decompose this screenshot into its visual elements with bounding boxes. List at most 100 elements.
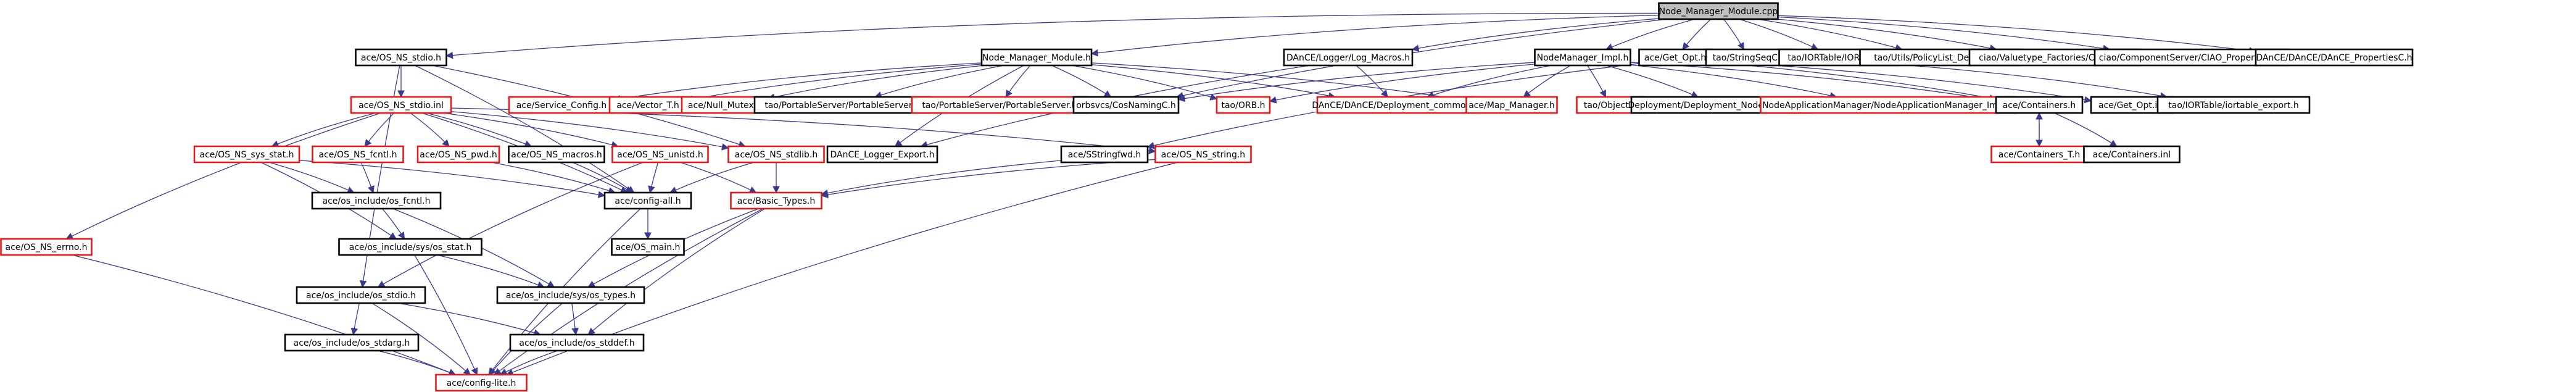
edge-nmm-h-to-null-mutex	[767, 65, 984, 101]
node-errno-h[interactable]: ace/OS_NS_errno.h	[0, 238, 93, 256]
node-box	[611, 238, 685, 256]
node-sstringfwd[interactable]: ace/SStringfwd.h	[1060, 145, 1149, 164]
node-os-fcntl[interactable]: ace/os_include/os_fcntl.h	[311, 191, 442, 210]
node-label: ace/os_include/sys/os_stat.h	[349, 243, 472, 252]
node-box	[980, 48, 1093, 67]
edge-stdlib-h-to-config-all	[669, 162, 755, 194]
edge-sys-stat-to-config-all	[299, 160, 606, 198]
edge-root-to-iortable-h	[1739, 19, 1819, 50]
node-logger-export[interactable]: DAnCE_Logger_Export.h	[826, 145, 938, 164]
edge-nm-impl-to-nam-impl	[1630, 64, 1837, 99]
node-vector-t[interactable]: ace/Vector_T.h	[608, 96, 687, 114]
node-config-lite[interactable]: ace/config-lite.h	[435, 373, 528, 392]
node-box	[608, 96, 687, 114]
node-containers-t[interactable]: ace/Containers_T.h	[1990, 145, 2088, 164]
node-label: ace/config-all.h	[615, 196, 681, 206]
node-box	[509, 333, 645, 352]
edge-fcntl-h-to-os-fcntl	[360, 162, 375, 194]
edge-logger-macros-to-deployment-common	[1356, 65, 1388, 98]
node-label: tao/IORTable/iortable_export.h	[2168, 101, 2298, 111]
node-box	[727, 145, 825, 164]
node-config-all[interactable]: ace/config-all.h	[603, 191, 692, 210]
edge-nmm-h-to-map-manager	[1091, 62, 1467, 103]
node-label: ace/OS_NS_stdlib.h	[735, 150, 818, 160]
edge-os-stdio-to-config-lite	[371, 302, 471, 375]
node-stdio-inl[interactable]: ace/OS_NS_stdio.inl	[350, 96, 452, 114]
node-portable-server-h[interactable]: tao/PortableServer/PortableServer.h	[753, 96, 931, 114]
node-box	[1216, 96, 1271, 114]
node-os-main[interactable]: ace/OS_main.h	[611, 238, 685, 256]
edge-root-to-stringseqc	[1723, 19, 1744, 51]
edge-os-stdarg-to-config-lite	[377, 350, 457, 376]
node-root[interactable]: Node_Manager_Module.cpp	[1658, 2, 1779, 20]
node-logger-macros[interactable]: DAnCE/Logger/Log_Macros.h	[1283, 48, 1414, 67]
node-containers-inl[interactable]: ace/Containers.inl	[2083, 145, 2180, 164]
node-box	[611, 145, 709, 164]
node-service-config[interactable]: ace/Service_Config.h	[508, 96, 615, 114]
edge-stdio-inl-to-fcntl-h	[364, 112, 395, 147]
node-nm-impl[interactable]: NodeManager_Impl.h	[1534, 48, 1631, 67]
node-label: DAnCE/DAnCE/Deployment_common.h	[1312, 101, 1480, 111]
node-label: ace/Null_Mutex.h	[688, 101, 762, 111]
node-label: ace/OS_NS_unistd.h	[617, 150, 703, 160]
node-tao-orb[interactable]: tao/ORB.h	[1216, 96, 1271, 114]
node-layer: Node_Manager_Module.cpp ace/OS_NS_stdio.h…	[0, 2, 2414, 392]
edge-nmm-h-to-vector-t	[685, 64, 982, 103]
edge-nm-impl-to-deployment-nms	[1605, 65, 1699, 98]
node-nam-impl[interactable]: NodeApplicationManager/NodeApplicationMa…	[1760, 96, 2016, 114]
node-box	[1658, 2, 1779, 20]
node-label: ace/os_include/sys/os_types.h	[506, 291, 636, 301]
node-box	[193, 145, 300, 164]
node-basic-types[interactable]: ace/Basic_Types.h	[730, 191, 822, 210]
edge-nm-impl-to-deployment-common	[1427, 65, 1551, 99]
node-stdlib-h[interactable]: ace/OS_NS_stdlib.h	[727, 145, 825, 164]
node-os-stdio[interactable]: ace/os_include/os_stdio.h	[296, 286, 426, 304]
edge-unistd-h-to-config-all	[648, 162, 659, 194]
node-unistd-h[interactable]: ace/OS_NS_unistd.h	[611, 145, 709, 164]
node-cosnaming[interactable]: orbsvcs/CosNamingC.h	[1072, 96, 1180, 114]
node-box	[508, 96, 615, 114]
edge-stdio-inl-to-errno-h	[65, 112, 381, 240]
node-dance-props[interactable]: DAnCE/DAnCE/DAnCE_PropertiesC.h	[2255, 48, 2414, 67]
node-box	[603, 191, 692, 210]
node-sys-stat[interactable]: ace/OS_NS_sys_stat.h	[193, 145, 300, 164]
node-deployment-common[interactable]: DAnCE/DAnCE/Deployment_common.h	[1312, 96, 1480, 114]
node-label: DAnCE_Logger_Export.h	[830, 150, 934, 160]
node-label: Node_Manager_Module.h	[982, 53, 1091, 63]
edge-errno-h-to-config-lite	[72, 254, 457, 376]
edge-root-to-stdio-h	[445, 12, 1659, 59]
edge-iortable-h-to-iortable-export	[1898, 64, 2168, 99]
node-map-manager[interactable]: ace/Map_Manager.h	[1465, 96, 1558, 114]
edge-os-stdio-to-os-stdarg	[350, 302, 360, 336]
node-label: ace/os_include/os_stdio.h	[306, 291, 416, 301]
node-containers-h[interactable]: ace/Containers.h	[1995, 96, 2084, 114]
edge-nmm-h-to-deployment-common	[1091, 64, 1336, 99]
node-label: DAnCE/Logger/Log_Macros.h	[1286, 53, 1410, 63]
node-os-stddef[interactable]: ace/os_include/os_stddef.h	[509, 333, 645, 352]
node-portable-server-s[interactable]: tao/PortableServer/PortableServer.h	[911, 96, 1088, 114]
node-iortable-export[interactable]: tao/IORTable/iortable_export.h	[2156, 96, 2311, 114]
edge-unistd-h-to-os-stdio	[377, 162, 644, 288]
edge-stdio-inl-to-macros-h	[426, 112, 532, 148]
node-ciao-props[interactable]: ciao/ComponentServer/CIAO_PropertiesC.h	[2094, 48, 2290, 67]
node-stdio-h[interactable]: ace/OS_NS_stdio.h	[355, 48, 447, 67]
edge-nm-impl-to-map-manager	[1523, 65, 1571, 98]
node-os-stdarg[interactable]: ace/os_include/os_stdarg.h	[284, 333, 420, 352]
node-box	[826, 145, 938, 164]
node-nmm-h[interactable]: Node_Manager_Module.h	[980, 48, 1093, 67]
node-box	[753, 96, 931, 114]
edge-nmm-h-to-cosnaming	[1051, 65, 1112, 98]
node-fcntl-h[interactable]: ace/OS_NS_fcntl.h	[312, 145, 404, 164]
node-label: ciao/Valuetype_Factories/Cookies.h	[1979, 53, 2131, 63]
node-sys-os-types[interactable]: ace/os_include/sys/os_types.h	[496, 286, 645, 304]
node-get-opt-h[interactable]: ace/Get_Opt.h	[1638, 48, 1712, 67]
node-box	[284, 333, 420, 352]
edge-stdio-inl-to-string-h	[450, 107, 1156, 154]
node-macros-h[interactable]: ace/OS_NS_macros.h	[508, 145, 605, 164]
node-sys-os-stat[interactable]: ace/os_include/sys/os_stat.h	[338, 238, 482, 256]
edge-containers-h-to-containers-inl	[2054, 112, 2118, 147]
node-label: ace/SStringfwd.h	[1068, 150, 1141, 160]
node-string-h[interactable]: ace/OS_NS_string.h	[1154, 145, 1252, 164]
node-pwd-h[interactable]: ace/OS_NS_pwd.h	[416, 145, 500, 164]
node-box	[311, 191, 442, 210]
